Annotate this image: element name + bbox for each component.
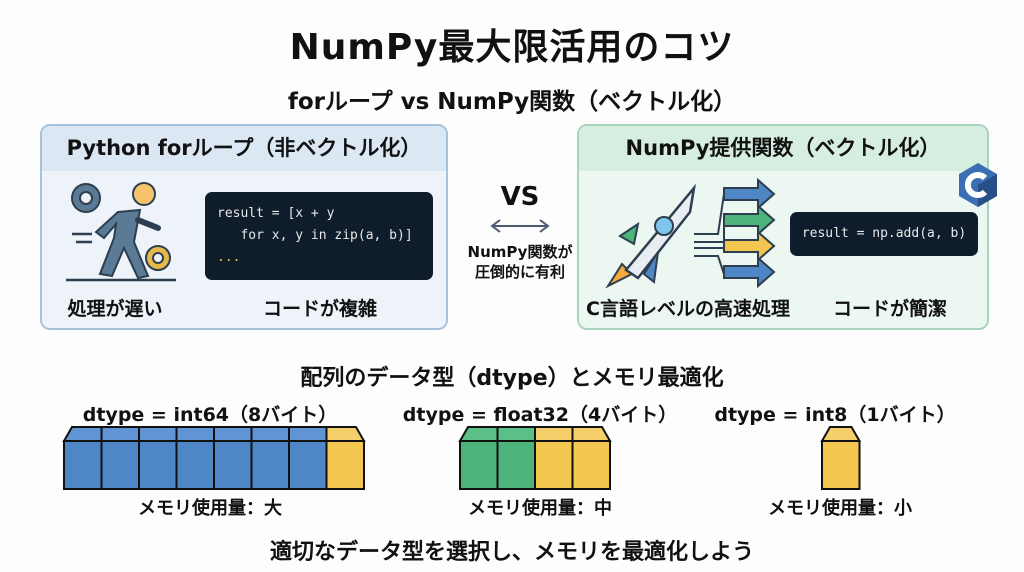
code-line-3: ...	[217, 250, 241, 265]
dtype-label-float32: dtype = float32（4バイト）	[402, 404, 678, 426]
byte-block	[213, 426, 253, 490]
code-line-1: result = [x + y	[217, 206, 335, 221]
caption-slow: 処理が遅い	[67, 298, 163, 320]
walking-person-with-gears-icon	[66, 182, 176, 282]
page-subtitle: forループ vs NumPy関数（ベクトル化）	[287, 89, 737, 115]
code-line-2: for x, y in zip(a, b)]	[217, 228, 413, 243]
byte-block	[62, 426, 103, 490]
arrow-yellow-icon	[723, 229, 776, 263]
byte-block	[100, 426, 140, 490]
numpy-panel-header: NumPy提供関数（ベクトル化）	[579, 126, 987, 171]
memory-usage-large: メモリ使用量：大	[138, 498, 282, 519]
dtype-label-int8: dtype = int8（1バイト）	[714, 404, 956, 426]
dtype-label-int64: dtype = int64（8バイト）	[82, 404, 338, 426]
caption-complex: コードが複雑	[262, 298, 377, 320]
vs-note-line-1: NumPy関数が	[467, 243, 573, 261]
memory-blocks	[62, 426, 862, 490]
python-loop-panel-header: Python forループ（非ベクトル化）	[42, 126, 446, 171]
vs-note: NumPy関数が 圧倒的に有利	[440, 242, 600, 282]
numpy-code-block: result = np.add(a, b)	[790, 212, 978, 256]
c-language-logo-icon	[959, 163, 997, 207]
footer-message: 適切なデータ型を選択し、メモリを最適化しよう	[269, 540, 754, 565]
rocket-with-parallel-arrows-icon	[605, 178, 776, 289]
byte-block	[458, 426, 499, 490]
arrow-blue-icon	[723, 178, 776, 211]
memory-usage-medium: メモリ使用量：中	[468, 498, 612, 519]
byte-block	[571, 426, 612, 490]
memory-usage-small: メモリ使用量：小	[768, 498, 912, 519]
gear-icon	[71, 183, 101, 213]
byte-block	[288, 426, 328, 490]
python-loop-code-block: result = [x + y for x, y in zip(a, b)] .…	[205, 192, 433, 280]
vs-note-line-2: 圧倒的に有利	[474, 263, 565, 281]
byte-block	[250, 426, 290, 490]
arrow-blue-icon	[723, 255, 776, 289]
byte-block	[820, 426, 862, 490]
person-body-icon	[94, 208, 150, 280]
head-icon	[132, 182, 156, 206]
caption-concise: コードが簡潔	[832, 298, 947, 320]
page-title: NumPy最大限活用のコツ	[289, 27, 735, 68]
byte-block	[175, 426, 215, 490]
vs-label: VS	[500, 182, 540, 212]
byte-block	[138, 426, 178, 490]
double-arrow-icon	[490, 219, 550, 233]
byte-block	[496, 426, 536, 490]
caption-fast: C言語レベルの高速処理	[586, 298, 790, 320]
byte-block	[534, 426, 574, 490]
arrow-green-icon	[723, 203, 776, 237]
byte-block	[325, 426, 366, 490]
gear-icon	[145, 245, 171, 271]
numpy-panel: NumPy提供関数（ベクトル化）	[577, 124, 989, 330]
dtype-section-title: 配列のデータ型（dtype）とメモリ最適化	[300, 366, 724, 391]
